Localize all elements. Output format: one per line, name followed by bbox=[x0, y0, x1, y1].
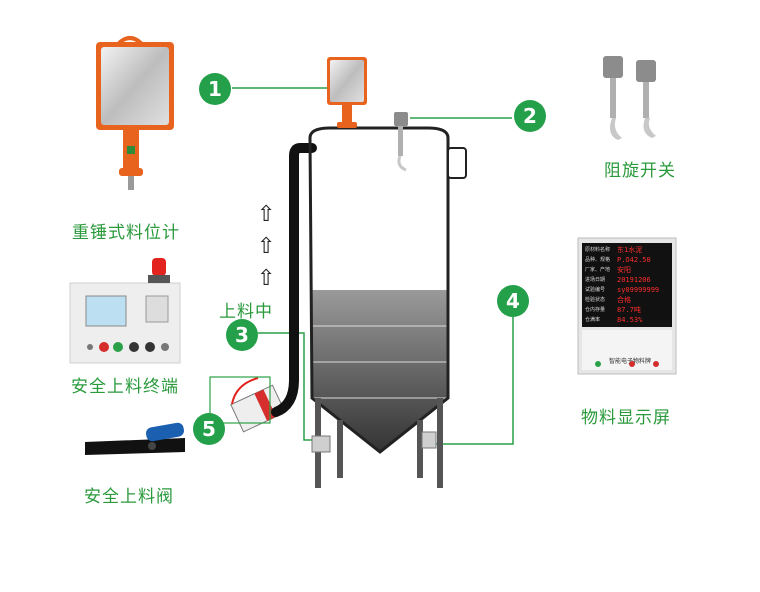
silo bbox=[308, 126, 467, 488]
display-row-value: sy09999999 bbox=[617, 286, 660, 294]
display-panel-title: 智能电子物料牌 bbox=[608, 358, 651, 365]
display-row: 试验编号 sy09999999 bbox=[583, 285, 673, 295]
display-row-key: 原材料名称 bbox=[585, 247, 611, 253]
rotary-switch-image bbox=[603, 56, 656, 140]
material-display-board-image bbox=[577, 237, 677, 375]
up-arrow-icon: ⇧ bbox=[257, 266, 276, 291]
up-arrow-icon: ⇧ bbox=[257, 234, 276, 259]
safety-terminal-image bbox=[69, 258, 181, 364]
display-row-key: 仓满率 bbox=[585, 317, 601, 323]
label-material-display: 物料显示屏 bbox=[581, 408, 671, 428]
display-row-key: 厂家、产地 bbox=[585, 267, 611, 273]
display-row-key: 品种、规格 bbox=[585, 257, 611, 263]
badge-5: 5 bbox=[193, 413, 225, 445]
up-arrow-icon: ⇧ bbox=[257, 202, 276, 227]
label-rotary-switch: 阻旋开关 bbox=[604, 161, 676, 181]
badge-3: 3 bbox=[226, 319, 258, 351]
mounted-rotary-switch bbox=[394, 112, 408, 172]
safety-valve-image bbox=[85, 376, 286, 455]
display-row-key: 检验状态 bbox=[585, 297, 606, 303]
gravity-level-sensor-image bbox=[96, 36, 174, 190]
connector-lines bbox=[232, 87, 514, 445]
label-safety-terminal: 安全上料终端 bbox=[71, 377, 179, 397]
feed-pipe bbox=[271, 143, 317, 417]
display-row-value: 合格 bbox=[617, 296, 631, 304]
display-row-key: 仓内存量 bbox=[585, 307, 606, 313]
mounted-level-sensor bbox=[327, 57, 367, 128]
display-row-value: 安阳 bbox=[617, 266, 631, 274]
display-row-value: 87.7吨 bbox=[617, 306, 641, 314]
badge-4: 4 bbox=[497, 285, 529, 317]
display-row: 厂家、产地安阳 bbox=[583, 265, 673, 275]
display-row-key: 进场日期 bbox=[585, 277, 606, 283]
display-row: 检验状态 合格 bbox=[583, 295, 673, 305]
label-gravity-sensor: 重锤式料位计 bbox=[72, 223, 180, 243]
display-row: 品种、规格 P.O42.50 bbox=[583, 255, 673, 265]
display-row: 进场日期 20191206 bbox=[583, 275, 673, 285]
display-row: 仓满率 84.53% bbox=[583, 315, 673, 325]
badge-2: 2 bbox=[514, 100, 546, 132]
display-row: 原材料名称东1水泥 bbox=[583, 245, 673, 255]
display-row-value: 20191206 bbox=[617, 276, 651, 284]
label-safety-valve: 安全上料阀 bbox=[84, 487, 174, 507]
display-row: 仓内存量 87.7吨 bbox=[583, 305, 673, 315]
display-row-value: 84.53% bbox=[617, 316, 643, 324]
label-loading: 上料中 bbox=[219, 302, 273, 322]
display-row-value: P.O42.50 bbox=[617, 256, 651, 264]
badge-1: 1 bbox=[199, 73, 231, 105]
display-row-value: 东1水泥 bbox=[617, 246, 643, 254]
display-row-key: 试验编号 bbox=[585, 287, 606, 293]
